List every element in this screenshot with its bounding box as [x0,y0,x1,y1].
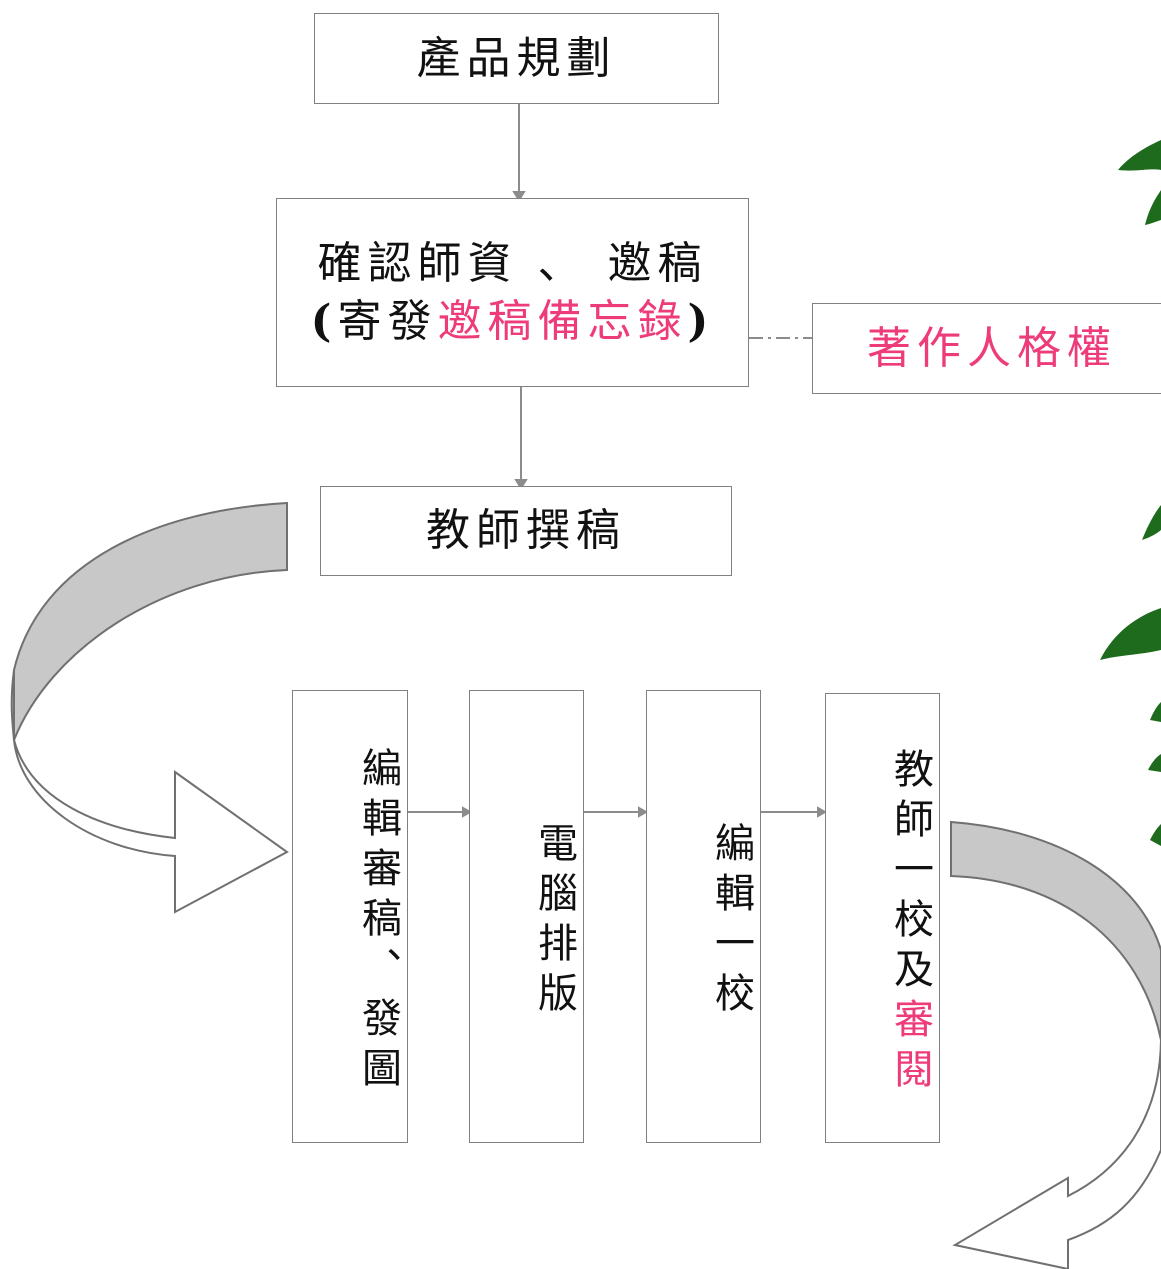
node-confirm-line1: 確認師資 、 邀稿 [317,238,708,290]
bamboo-leaf-icon [1100,140,1161,846]
node-edit-proof-label: 編輯一校 [708,821,754,1022]
curved-arrow-left-icon [10,501,289,914]
node-product-planning-label: 產品規劃 [416,32,617,84]
arrowhead [514,479,528,490]
arrowhead [512,191,526,202]
node-typesetting-label: 電腦排版 [531,821,577,1022]
paren-open: ( [310,295,338,347]
node-teacher-writing: 教師撰稿 [320,486,732,576]
node-teacher-proof: 教師一校及審閱 [825,693,940,1143]
node-edit-proof: 編輯一校 [646,690,761,1143]
review-link[interactable]: 審閱 [887,998,933,1098]
node-product-planning: 產品規劃 [314,13,719,104]
node-moral-rights: 著作人格權 [812,303,1161,394]
node-teacher-proof-label: 教師一校及審閱 [881,748,939,1098]
node-edit-review: 編輯審稿、發圖 [292,690,408,1143]
invitation-memo-link[interactable]: 邀稿備忘錄 [437,295,688,347]
node-confirm-line2: (寄發邀稿備忘錄) [311,293,715,350]
moral-rights-link[interactable]: 著作人格權 [867,322,1117,374]
teacher-proof-text: 教師一校及 [887,748,933,998]
node-typesetting: 電腦排版 [469,690,584,1143]
arrowhead [638,806,649,818]
node-edit-review-label: 編輯審稿、發圖 [355,746,401,1097]
paren-close: ) [687,295,715,347]
node-confirm-teachers: 確認師資 、 邀稿 (寄發邀稿備忘錄) [276,198,749,387]
node-teacher-writing-label: 教師撰稿 [426,505,626,557]
arrowhead [817,806,828,818]
send-text: 寄發 [337,295,438,347]
connectors [407,103,828,818]
curved-arrow-right-icon [950,820,1161,1269]
arrowhead [462,806,473,818]
